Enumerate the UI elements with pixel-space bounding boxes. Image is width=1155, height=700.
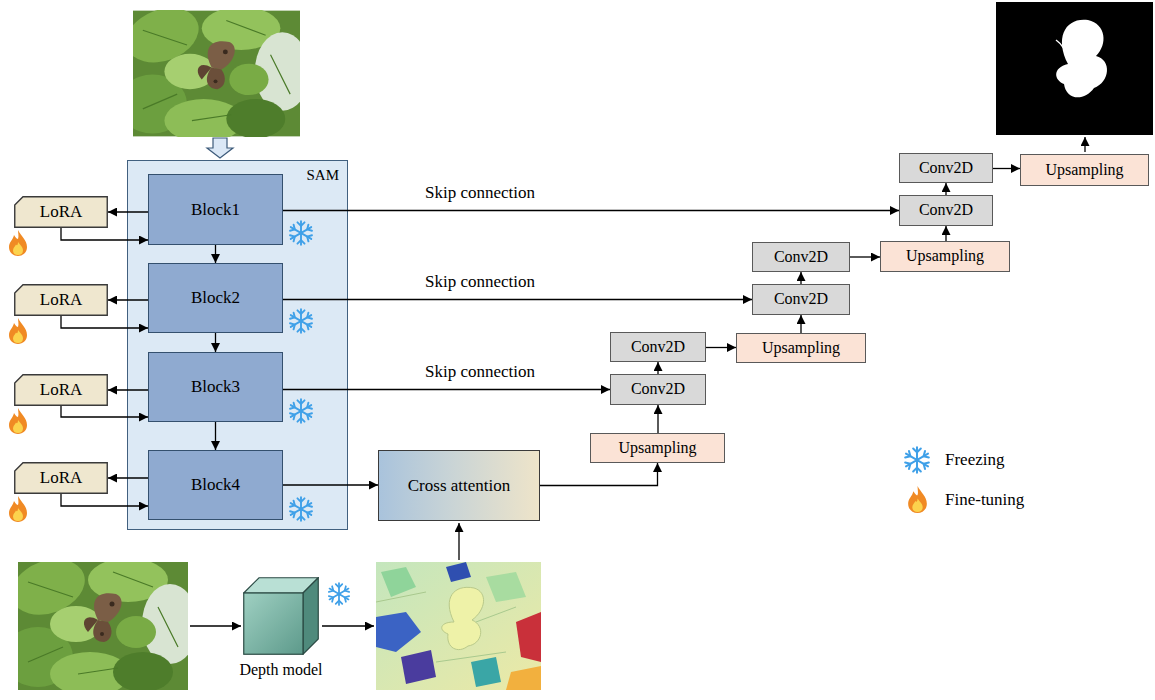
legend-flame-icon [908,486,927,513]
connector [993,168,1020,169]
output-mask [996,2,1153,135]
connector [657,362,658,374]
connector [945,183,946,195]
node-label: Block1 [191,200,240,220]
upsampling-box: Upsampling [590,433,725,463]
connector [215,333,216,352]
connector [283,210,899,211]
edge-label: Skip connection [422,183,538,203]
connector [108,477,148,478]
node-label: Conv2D [919,159,973,177]
node-label: Block2 [191,288,240,308]
conv2d-box: Conv2D [610,332,706,362]
encoder-block: Block3 [148,352,283,422]
encoder-block: Block4 [148,450,283,520]
fine-tune-icon [9,318,27,344]
depth-map [376,562,541,690]
freeze-icon [329,583,349,605]
fine-tune-icon [9,230,27,256]
cuboid-front [244,593,303,654]
depth-model-cuboid [243,577,319,655]
connector [800,315,801,333]
fine-tune-icon [9,496,27,522]
cross-attention-box: Cross attention [378,450,540,521]
conv2d-box: Conv2D [899,153,993,183]
connector [850,256,880,257]
upsampling-box: Upsampling [880,241,1010,272]
sam-encoder-container: SAM Block1Block2Block3Block4 [127,160,348,530]
conv2d-box: Conv2D [752,284,850,315]
connector [657,405,658,433]
connector [283,484,378,485]
lora-adapter: LoRA [14,462,108,494]
connector [283,389,610,390]
conv2d-box: Conv2D [899,195,993,226]
connector [283,299,752,300]
node-label: Conv2D [919,201,973,219]
flow-arrow [1084,137,1085,152]
edge-label: Skip connection [422,362,538,382]
connector [706,347,736,348]
node-label: Conv2D [631,338,685,356]
fine-tune-icon [9,408,27,434]
node-label: LoRA [40,290,83,310]
cuboid-side [303,578,318,655]
lora-adapter: LoRA [14,284,108,316]
depth-model-box: Depth model [243,577,319,655]
encoder-block: Block1 [148,174,283,245]
connector [108,211,148,212]
flow-arrow [458,523,459,560]
connector [800,272,801,284]
conv2d-box: Conv2D [610,374,706,405]
node-label: Upsampling [906,247,984,265]
input-photo [3,550,198,696]
node-label: LoRA [40,202,83,222]
lora-outline [15,463,108,494]
node-label: Conv2D [774,290,828,308]
lora-adapter: LoRA [14,196,108,228]
lora-outline [15,375,108,406]
node-label: Depth model [239,661,322,679]
node-label: Upsampling [1045,161,1123,179]
lora-adapter: LoRA [14,374,108,406]
connector [108,389,148,390]
flow-arrow [322,625,374,626]
node-label: Upsampling [618,439,696,457]
node-label: SAM [306,167,339,184]
upsampling-box: Upsampling [736,333,866,363]
legend-freeze-icon [905,447,929,472]
node-label: Conv2D [631,380,685,398]
input-arrow [207,138,233,158]
node-label: LoRA [40,380,83,400]
node-label: Block4 [191,475,240,495]
legend-label: Fine-tuning [945,490,1024,510]
connector [215,245,216,263]
node-label: LoRA [40,468,83,488]
connector [108,299,148,300]
encoder-block: Block2 [148,263,283,333]
legend-label: Freezing [945,450,1004,470]
lora-outline [15,197,108,228]
lora-outline [15,285,108,316]
upsampling-box: Upsampling [1020,154,1149,186]
connector [215,422,216,450]
connector [540,463,658,486]
node-label: Block3 [191,377,240,397]
conv2d-box: Conv2D [752,242,850,272]
edge-label: Skip connection [422,272,538,292]
node-label: Upsampling [762,339,840,357]
node-label: Conv2D [774,248,828,266]
node-label: Cross attention [408,476,510,496]
flow-arrow [190,625,241,626]
connector [945,226,946,241]
input-photo [118,0,310,142]
